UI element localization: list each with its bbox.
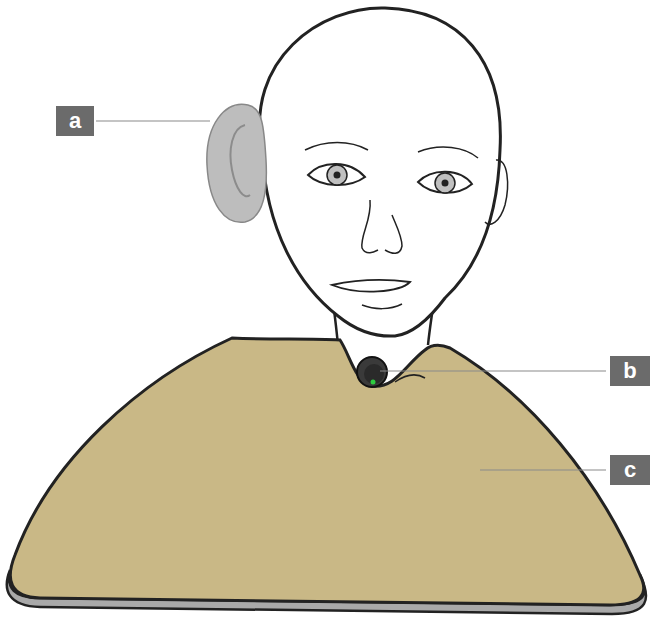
button-inner <box>364 364 384 384</box>
callout-letter: c <box>610 455 650 485</box>
nose <box>362 200 402 253</box>
eyebrow <box>418 147 478 158</box>
pupil <box>334 172 341 179</box>
pupil <box>442 180 449 187</box>
iris <box>435 173 455 193</box>
eye <box>418 172 472 193</box>
eyebrow <box>305 143 368 151</box>
torso <box>10 338 643 605</box>
mouth <box>332 280 410 292</box>
head <box>260 8 501 336</box>
callout-letter: b <box>610 356 650 386</box>
leader-line <box>96 120 210 121</box>
indicator-led <box>371 380 376 385</box>
eye <box>308 164 365 185</box>
collar-fold <box>395 375 425 382</box>
iris <box>327 165 347 185</box>
button <box>357 357 387 387</box>
leader-line <box>380 370 606 371</box>
right-ear <box>485 160 508 224</box>
lower-lip <box>362 304 402 309</box>
left-ear <box>207 104 267 222</box>
callout-letter: a <box>56 106 94 136</box>
leader-line <box>480 469 606 470</box>
ear-detail <box>231 125 250 196</box>
